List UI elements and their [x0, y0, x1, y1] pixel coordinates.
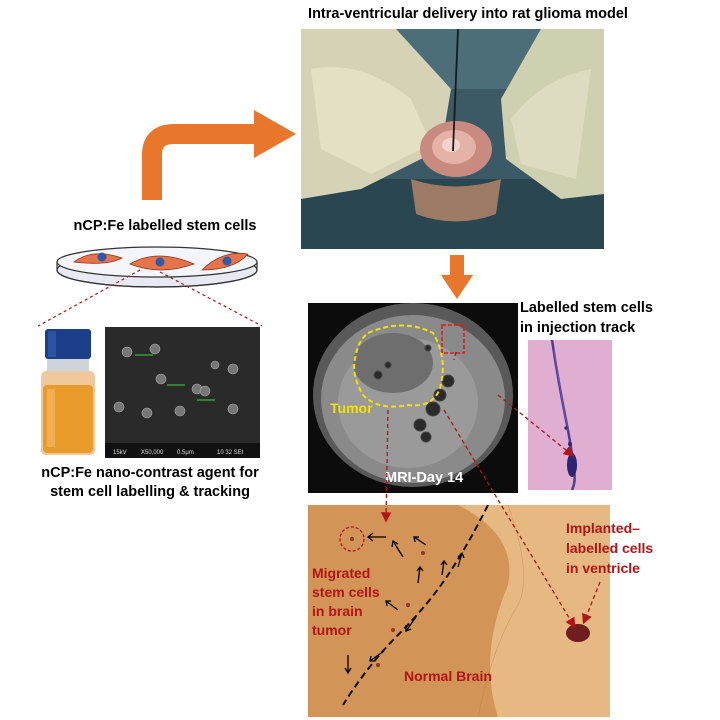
tumor-boundary-line [342, 505, 489, 706]
injection-track-box [441, 324, 465, 354]
migration-arrow [391, 539, 404, 558]
stem-cells-label: nCP:Fe labelled stem cells [73, 218, 257, 234]
migration-arrow [369, 650, 385, 662]
sem-footer-mag: X50,000 [141, 450, 164, 456]
tumor-outline [353, 324, 444, 408]
surgery-photo [301, 29, 604, 249]
stem-cell [129, 255, 196, 271]
agent-caption-line1: nCP:Fe nano-contrast agent for [41, 465, 259, 481]
injection-track-label-line2: in injection track [520, 320, 636, 336]
migration-arrow [366, 532, 386, 542]
tumor-label: Tumor [330, 400, 373, 416]
migration-arrow [416, 565, 424, 584]
implanted-label-line1: Implanted– [566, 520, 640, 536]
migrated-label-line4: tumor [312, 622, 352, 638]
culture-dish [56, 246, 258, 288]
migration-arrow [405, 616, 417, 632]
migrated-label-line1: Migrated [312, 565, 371, 581]
migration-arrow [413, 536, 427, 546]
mri-image [308, 303, 518, 493]
injection-track-label-line1: Labelled stem cells [520, 300, 653, 316]
migrated-label-line3: in brain [312, 603, 363, 619]
ventricle-cells [566, 624, 590, 642]
implanted-label-line3: in ventricle [566, 560, 640, 576]
mri-label: MRI-Day 14 [385, 470, 464, 486]
migrated-cells-circle [339, 526, 365, 552]
diagram-title: Intra-ventricular delivery into rat glio… [308, 6, 628, 22]
stem-cell [201, 252, 249, 271]
sem-footer-kv: 15kV [113, 450, 127, 456]
normal-brain-label: Normal Brain [404, 668, 492, 684]
sem-footer-scale: 0.5μm [177, 450, 194, 456]
agent-caption-line2: stem cell labelling & tracking [50, 484, 250, 500]
flow-arrow-to-mri [441, 255, 473, 299]
implanted-label-line2: labelled cells [566, 540, 654, 556]
vial-photo [33, 327, 103, 458]
migration-arrow [344, 655, 352, 675]
sem-image: 15kV X50,000 0.5μm 10 32 SEI [105, 327, 260, 458]
sem-footer-meta: 10 32 SEI [217, 450, 244, 456]
migration-arrow [385, 600, 399, 611]
injection-track-histology [528, 340, 612, 490]
flow-arrow-to-surgery [142, 110, 296, 200]
migrated-label-line2: stem cells [312, 584, 380, 600]
stem-cell [72, 252, 123, 264]
